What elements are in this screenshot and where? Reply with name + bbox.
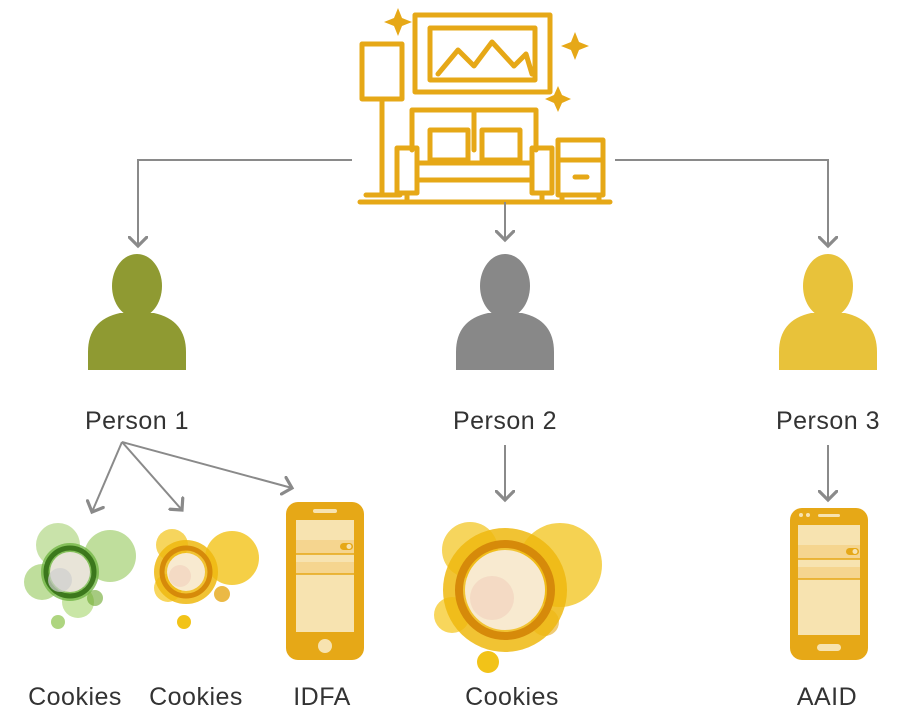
person-2-label: Person 2	[452, 407, 558, 435]
device-label-cookies-gold-small: Cookies	[149, 683, 243, 711]
smartphone-ios-icon	[286, 502, 364, 660]
cookies-gold-small-icon	[154, 529, 259, 629]
connector-person-3	[615, 159, 828, 246]
household-connectors	[138, 159, 828, 246]
person-1-icon	[88, 254, 186, 370]
device-connectors	[92, 441, 828, 512]
person-3-icon	[779, 254, 877, 370]
connector-p1-cookies-a	[92, 441, 123, 512]
smartphone-android-icon	[790, 508, 868, 660]
person-1-label: Person 1	[84, 407, 190, 435]
person-3-label: Person 3	[775, 407, 881, 435]
cookies-gold-large-icon	[434, 522, 602, 673]
device-label-idfa: IDFA	[293, 683, 351, 711]
device-label-cookies-gold-large: Cookies	[465, 683, 559, 711]
device-label-cookies-green: Cookies	[28, 683, 122, 711]
device-label-aaid: AAID	[796, 683, 858, 711]
cookies-green-icon	[24, 523, 136, 629]
person-2-icon	[456, 254, 554, 370]
connector-p1-cookies-b	[121, 441, 182, 510]
sparkle-icons	[384, 8, 589, 112]
living-room-icon	[357, 12, 613, 205]
connector-p1-idfa	[121, 441, 292, 488]
connector-person-1	[138, 159, 352, 246]
